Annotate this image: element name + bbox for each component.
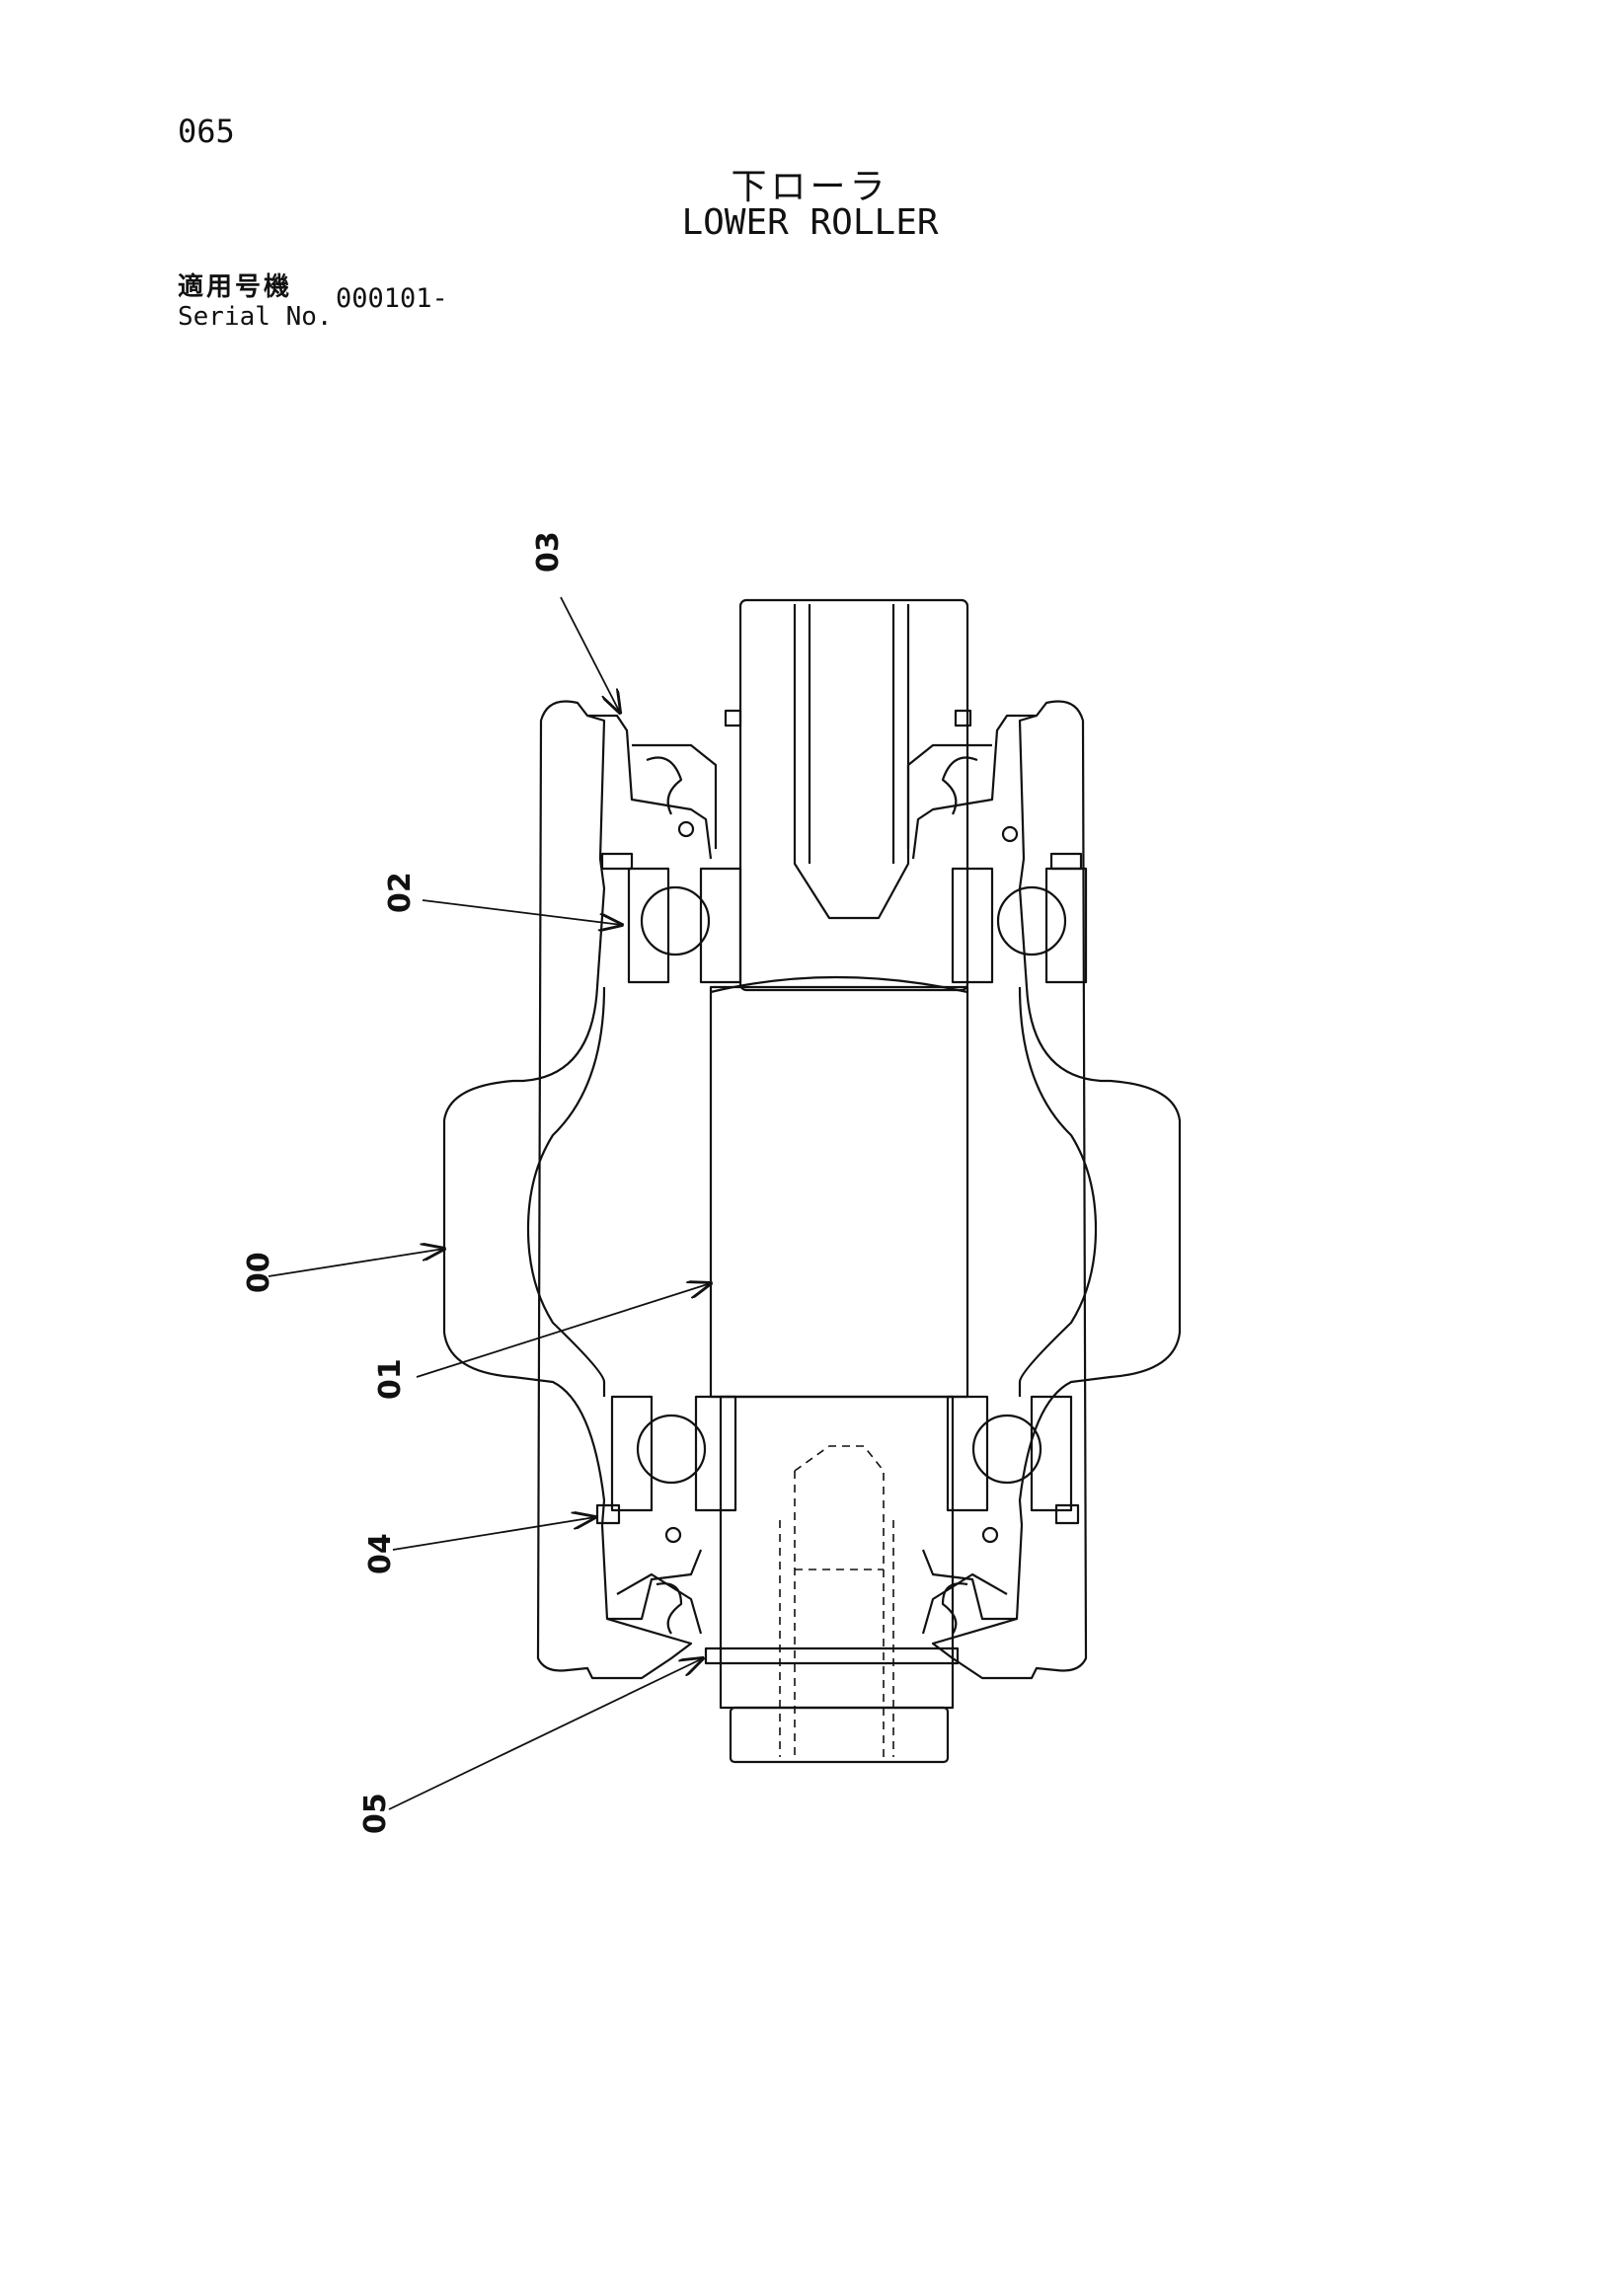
serial-label-english: Serial No. xyxy=(178,302,333,332)
leader-04 xyxy=(392,1517,595,1551)
leader-05 xyxy=(388,1658,703,1810)
leader-02 xyxy=(422,899,622,925)
leader-00 xyxy=(268,1249,444,1277)
leader-01 xyxy=(416,1283,711,1378)
callout-02: 02 xyxy=(383,872,418,913)
callout-00: 00 xyxy=(242,1252,276,1293)
title-japanese: 下ローラ xyxy=(731,167,889,207)
shaft-bottom xyxy=(719,1395,955,1710)
shaft-center xyxy=(709,985,969,1399)
roller-body-outline xyxy=(442,700,693,1680)
shaft-top xyxy=(738,598,969,992)
title-english: LOWER ROLLER xyxy=(681,202,939,243)
callout-04: 04 xyxy=(363,1533,398,1574)
callout-01: 01 xyxy=(373,1358,408,1400)
callout-03: 03 xyxy=(531,531,566,573)
leader-03 xyxy=(560,596,620,713)
serial-number-value: 000101- xyxy=(336,283,448,314)
serial-label-japanese: 適用号機 xyxy=(178,272,293,302)
page-number: 065 xyxy=(178,113,235,150)
callout-05: 05 xyxy=(358,1793,393,1834)
